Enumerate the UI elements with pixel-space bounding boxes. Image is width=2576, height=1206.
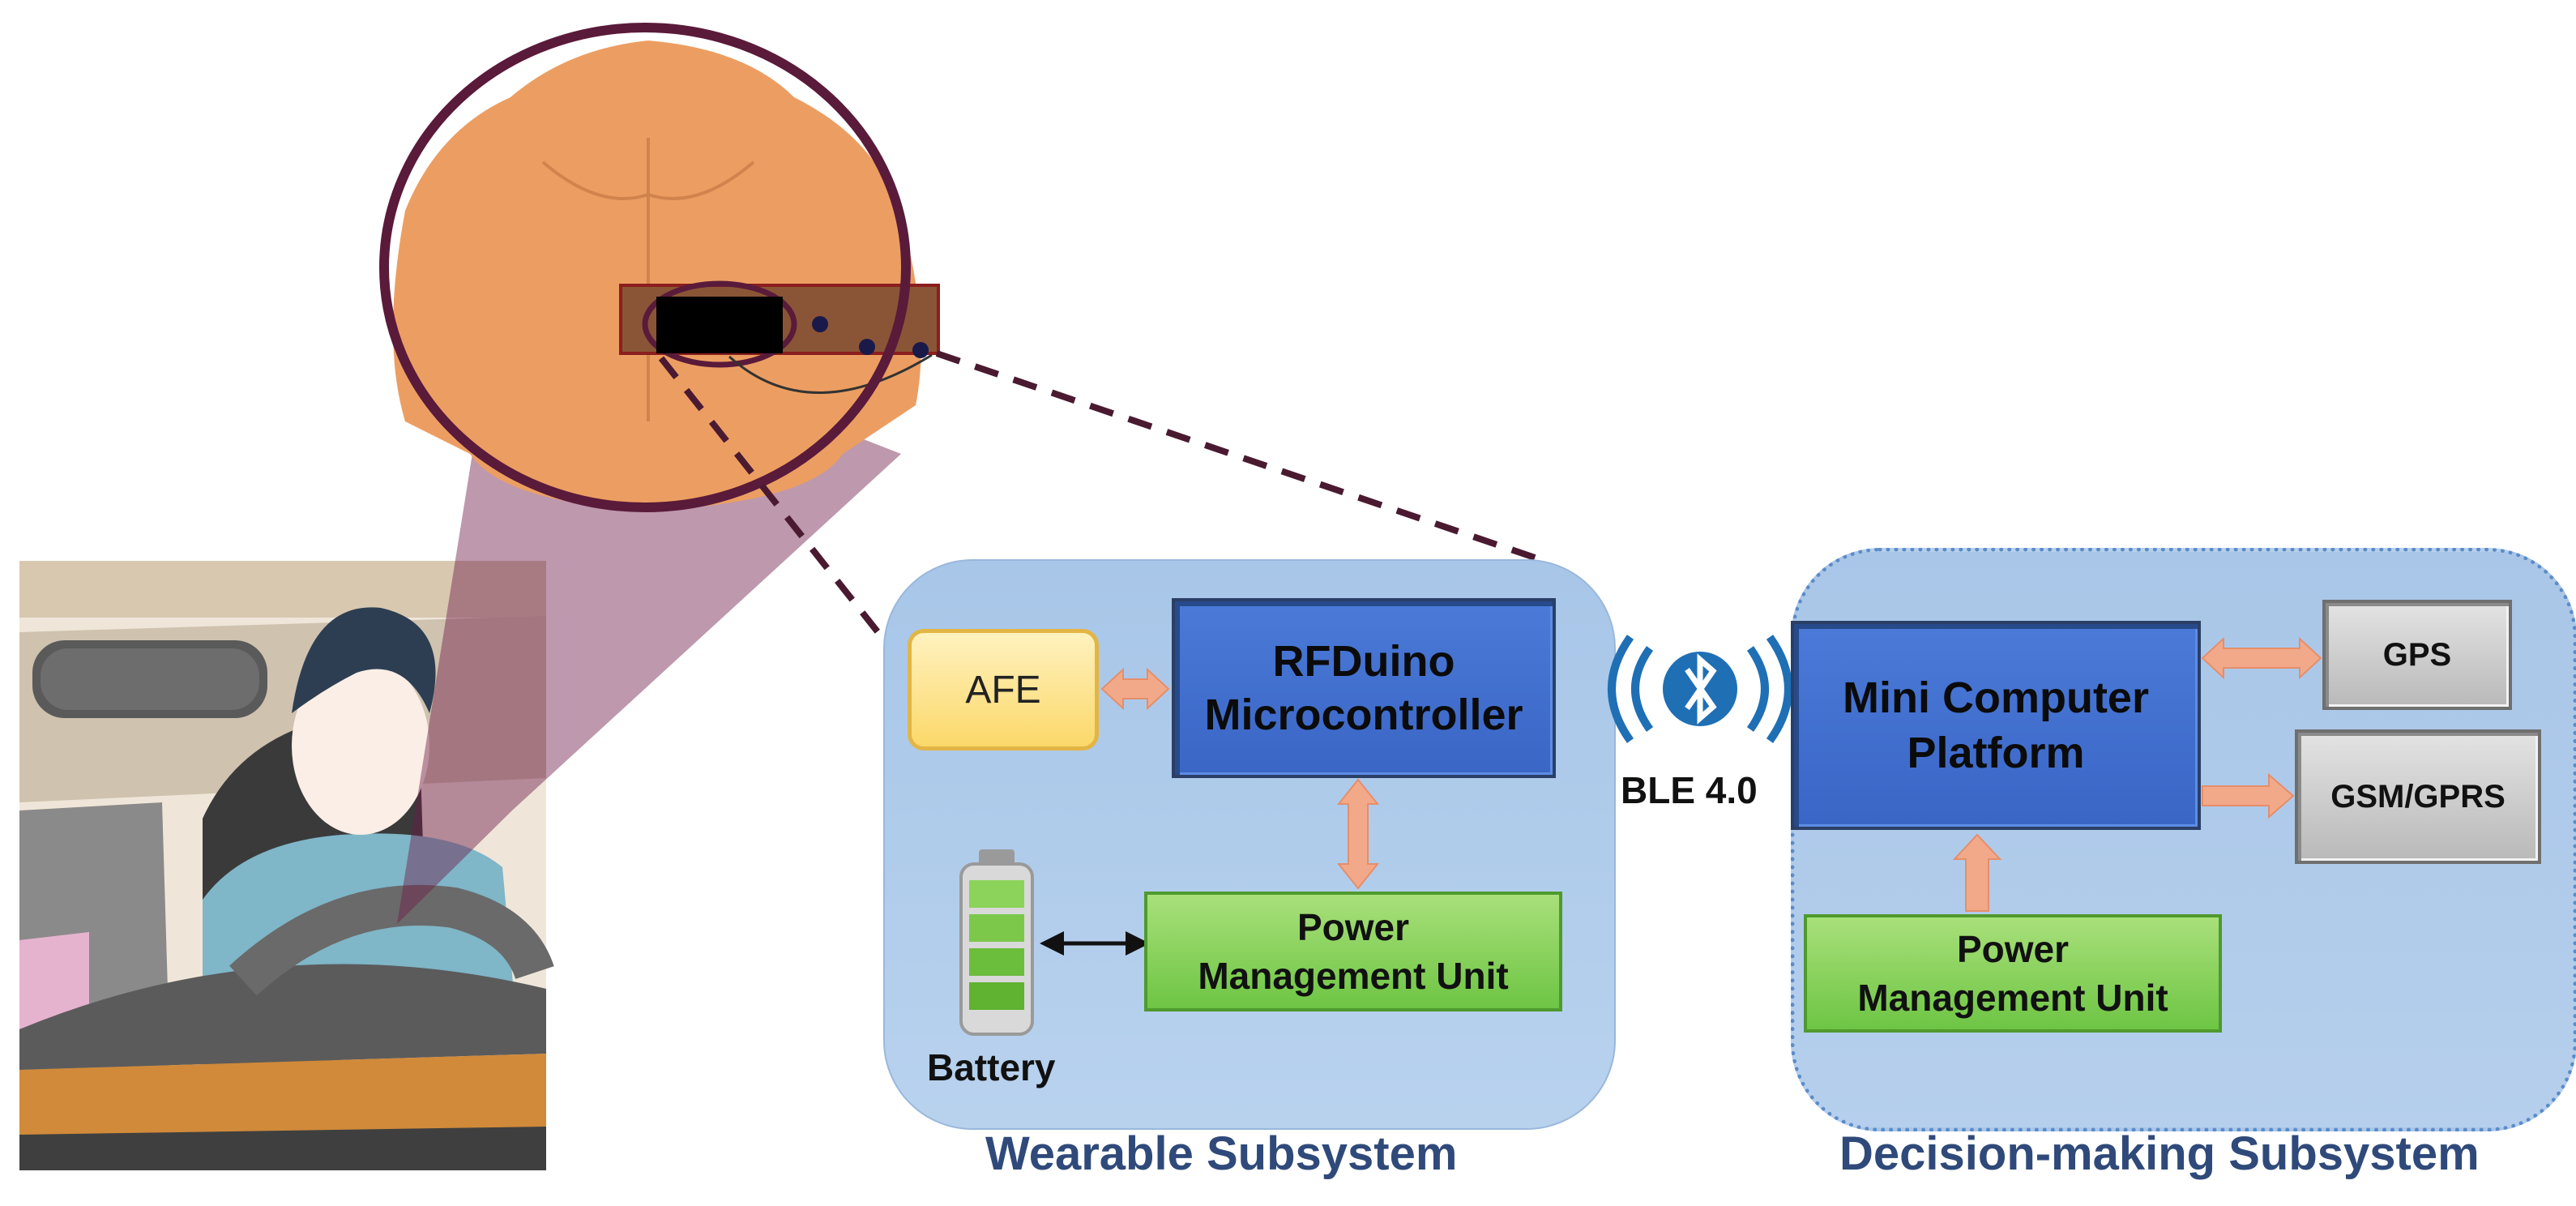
afe-box: AFE xyxy=(908,629,1099,751)
wearable-subsystem-title: Wearable Subsystem xyxy=(985,1127,1458,1180)
platform-gsm-arrow xyxy=(2202,772,2295,819)
mcu-label-line2: Microcontroller xyxy=(1204,691,1523,739)
battery-icon xyxy=(959,849,1034,1036)
decision-pmu-line1: Power xyxy=(1956,928,2070,970)
bluetooth-icon xyxy=(1608,635,1792,743)
zoom-dashed-line-left xyxy=(658,356,898,656)
wearable-pmu-line1: Power xyxy=(1297,906,1410,948)
mcu-pmu-arrow xyxy=(1336,778,1380,890)
zoom-dashed-line-right xyxy=(935,350,1541,562)
torso-zoom xyxy=(379,23,940,512)
battery-label: Battery xyxy=(927,1046,1056,1088)
decision-power-management-box: Power Management Unit xyxy=(1804,914,2222,1033)
platform-label-line1: Mini Computer xyxy=(1843,674,2149,722)
mini-computer-platform-box: Mini Computer Platform xyxy=(1791,621,2201,830)
pmu-platform-arrow xyxy=(1952,833,2002,912)
rfduino-microcontroller-box: RFDuino Microcontroller xyxy=(1172,598,1556,778)
mcu-label-line1: RFDuino xyxy=(1272,637,1455,686)
platform-gps-arrow xyxy=(2201,636,2322,680)
gps-box: GPS xyxy=(2322,600,2512,710)
decision-subsystem-title: Decision-making Subsystem xyxy=(1839,1127,2480,1180)
wearable-pmu-line2: Management Unit xyxy=(1198,955,1509,997)
gsm-label: GSM/GPRS xyxy=(2330,778,2506,815)
ble-label: BLE 4.0 xyxy=(1621,769,1758,811)
platform-label-line2: Platform xyxy=(1907,729,2085,777)
decision-pmu-line2: Management Unit xyxy=(1857,977,2168,1019)
afe-label: AFE xyxy=(965,668,1041,712)
gsm-gprs-box: GSM/GPRS xyxy=(2295,729,2541,864)
driver-illustration xyxy=(19,561,554,1170)
gps-label: GPS xyxy=(2382,636,2452,673)
wearable-power-management-box: Power Management Unit xyxy=(1144,892,1562,1011)
afe-mcu-arrow xyxy=(1100,667,1170,711)
